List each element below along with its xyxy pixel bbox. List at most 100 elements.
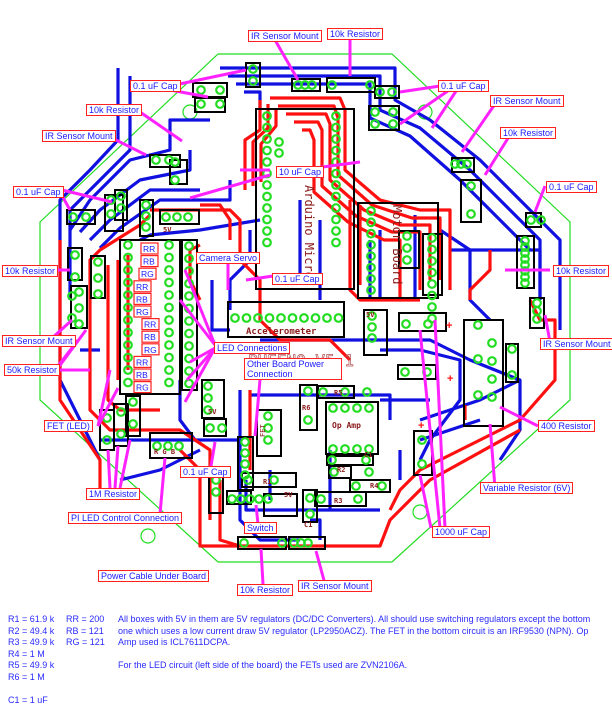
- pad: [123, 365, 133, 375]
- pad: [248, 64, 258, 74]
- pad: [366, 251, 376, 262]
- pad: [370, 119, 380, 129]
- pad: [262, 134, 272, 144]
- pad: [473, 354, 483, 364]
- pad: [240, 437, 250, 447]
- callout-ir-sensor-upper-left: IR Sensor Mount: [42, 130, 116, 142]
- bottom-layer-traces: [58, 66, 562, 542]
- pad: [331, 168, 341, 179]
- pad: [241, 313, 252, 323]
- pad: [400, 367, 410, 377]
- silk-c1: C1: [364, 451, 372, 459]
- pad: [239, 538, 249, 548]
- led-resistor-label-box: [133, 280, 152, 293]
- pad: [367, 322, 377, 332]
- pad: [184, 291, 194, 301]
- pad: [164, 265, 174, 275]
- pad: [81, 212, 91, 222]
- pad: [427, 256, 437, 266]
- pad: [274, 137, 284, 147]
- callout-ir-sensor-right: IR Sensor Mount: [540, 338, 612, 350]
- pad: [466, 181, 476, 191]
- led-resistor-label-box: [141, 330, 160, 343]
- pad: [388, 119, 398, 129]
- pad: [507, 344, 517, 354]
- pad: [307, 80, 317, 90]
- pad: [466, 209, 476, 219]
- pad: [262, 203, 272, 213]
- pad: [402, 243, 412, 253]
- pad: [427, 244, 437, 255]
- led-resistor-label-box: [141, 343, 160, 356]
- led-resistor-label: RB: [136, 370, 148, 380]
- pad: [366, 262, 376, 273]
- pad: [248, 76, 258, 86]
- callout-cap-center: 0.1 uF Cap: [272, 273, 323, 285]
- pad: [70, 272, 80, 282]
- pad: [520, 278, 530, 288]
- pad: [487, 356, 497, 366]
- led-resistor-label: RG: [136, 383, 149, 393]
- pad: [116, 203, 126, 213]
- polarity-plus-1: +: [446, 320, 452, 332]
- callout-10k-resistor-bottom: 10k Resistor: [237, 584, 294, 596]
- pad: [269, 475, 279, 485]
- pad: [532, 314, 542, 324]
- pad: [123, 302, 133, 313]
- component-outlines: [66, 62, 545, 550]
- silk-5v-left: 5V: [208, 408, 217, 416]
- pad: [532, 298, 542, 308]
- pad: [203, 405, 213, 415]
- silk-r1: R1: [263, 478, 271, 486]
- description-line: Amp used is ICL7611DCPA.: [118, 637, 231, 648]
- led-resistor-label-box: [133, 355, 152, 368]
- note-r6: R6 = 1 M: [8, 671, 45, 682]
- pad: [74, 287, 84, 297]
- led-resistor-label: RG: [144, 345, 157, 355]
- pad: [402, 231, 412, 241]
- callout-10k-resistor-left: 10k Resistor: [2, 265, 59, 277]
- pad: [68, 212, 78, 222]
- pad: [184, 378, 194, 389]
- note-rr: RR = 200: [66, 614, 105, 624]
- pad: [366, 217, 376, 228]
- callout-400-resistor: 400 Resistor: [538, 420, 595, 432]
- pad: [164, 252, 174, 263]
- pad: [366, 285, 376, 296]
- pad: [123, 277, 133, 288]
- pad: [215, 99, 225, 109]
- pad: [473, 320, 483, 330]
- silk-r6: R6: [302, 404, 310, 412]
- led-resistor-value-list: RR = 200 RB = 121 RG = 121: [66, 614, 122, 649]
- led-resistor-label: RR: [144, 320, 156, 330]
- pad: [331, 145, 341, 156]
- pad: [520, 236, 530, 246]
- pad: [387, 87, 397, 97]
- pad: [362, 387, 372, 397]
- pad: [367, 333, 377, 343]
- pad: [331, 214, 341, 225]
- led-resistor-label: RG: [136, 307, 149, 317]
- pad: [262, 226, 272, 236]
- pad: [340, 403, 350, 413]
- pad: [287, 313, 298, 323]
- pad: [365, 80, 375, 90]
- pad: [456, 159, 466, 169]
- note-rg: RG = 121: [66, 637, 105, 648]
- pad: [123, 265, 133, 275]
- pad: [123, 352, 133, 363]
- pad: [262, 214, 272, 225]
- pad: [164, 340, 174, 350]
- pad: [375, 87, 385, 97]
- note-blank: [8, 684, 68, 696]
- pad: [196, 99, 206, 109]
- callout-10k-resistor-upper-left: 10k Resistor: [86, 104, 143, 116]
- pad: [536, 215, 546, 225]
- pad: [203, 393, 213, 403]
- pad: [473, 390, 483, 400]
- pad: [331, 203, 341, 213]
- pad: [364, 444, 374, 454]
- pad: [116, 191, 126, 201]
- pad: [102, 435, 112, 445]
- callout-10uf-cap: 10 uF Cap: [276, 166, 325, 178]
